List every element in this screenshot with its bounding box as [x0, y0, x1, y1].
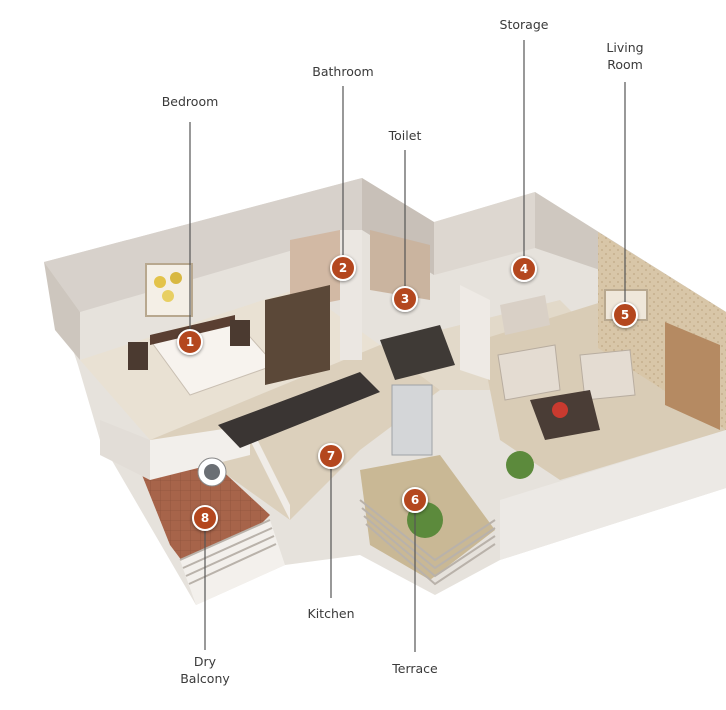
- room-label-toilet: Toilet: [388, 128, 422, 143]
- room-marker-5: 5: [612, 302, 638, 328]
- room-marker-2: 2: [330, 255, 356, 281]
- room-label-terrace: Terrace: [392, 661, 438, 676]
- room-label-bathroom: Bathroom: [312, 64, 374, 79]
- room-marker-7: 7: [318, 443, 344, 469]
- room-marker-4: 4: [511, 256, 537, 282]
- room-marker-6: 6: [402, 487, 428, 513]
- room-label-bedroom: Bedroom: [161, 94, 219, 109]
- front-walls: [100, 420, 726, 605]
- room-marker-3: 3: [392, 286, 418, 312]
- room-marker-8: 8: [192, 505, 218, 531]
- room-marker-1: 1: [177, 329, 203, 355]
- room-label-storage: Storage: [499, 17, 549, 32]
- room-label-kitchen: Kitchen: [307, 606, 355, 621]
